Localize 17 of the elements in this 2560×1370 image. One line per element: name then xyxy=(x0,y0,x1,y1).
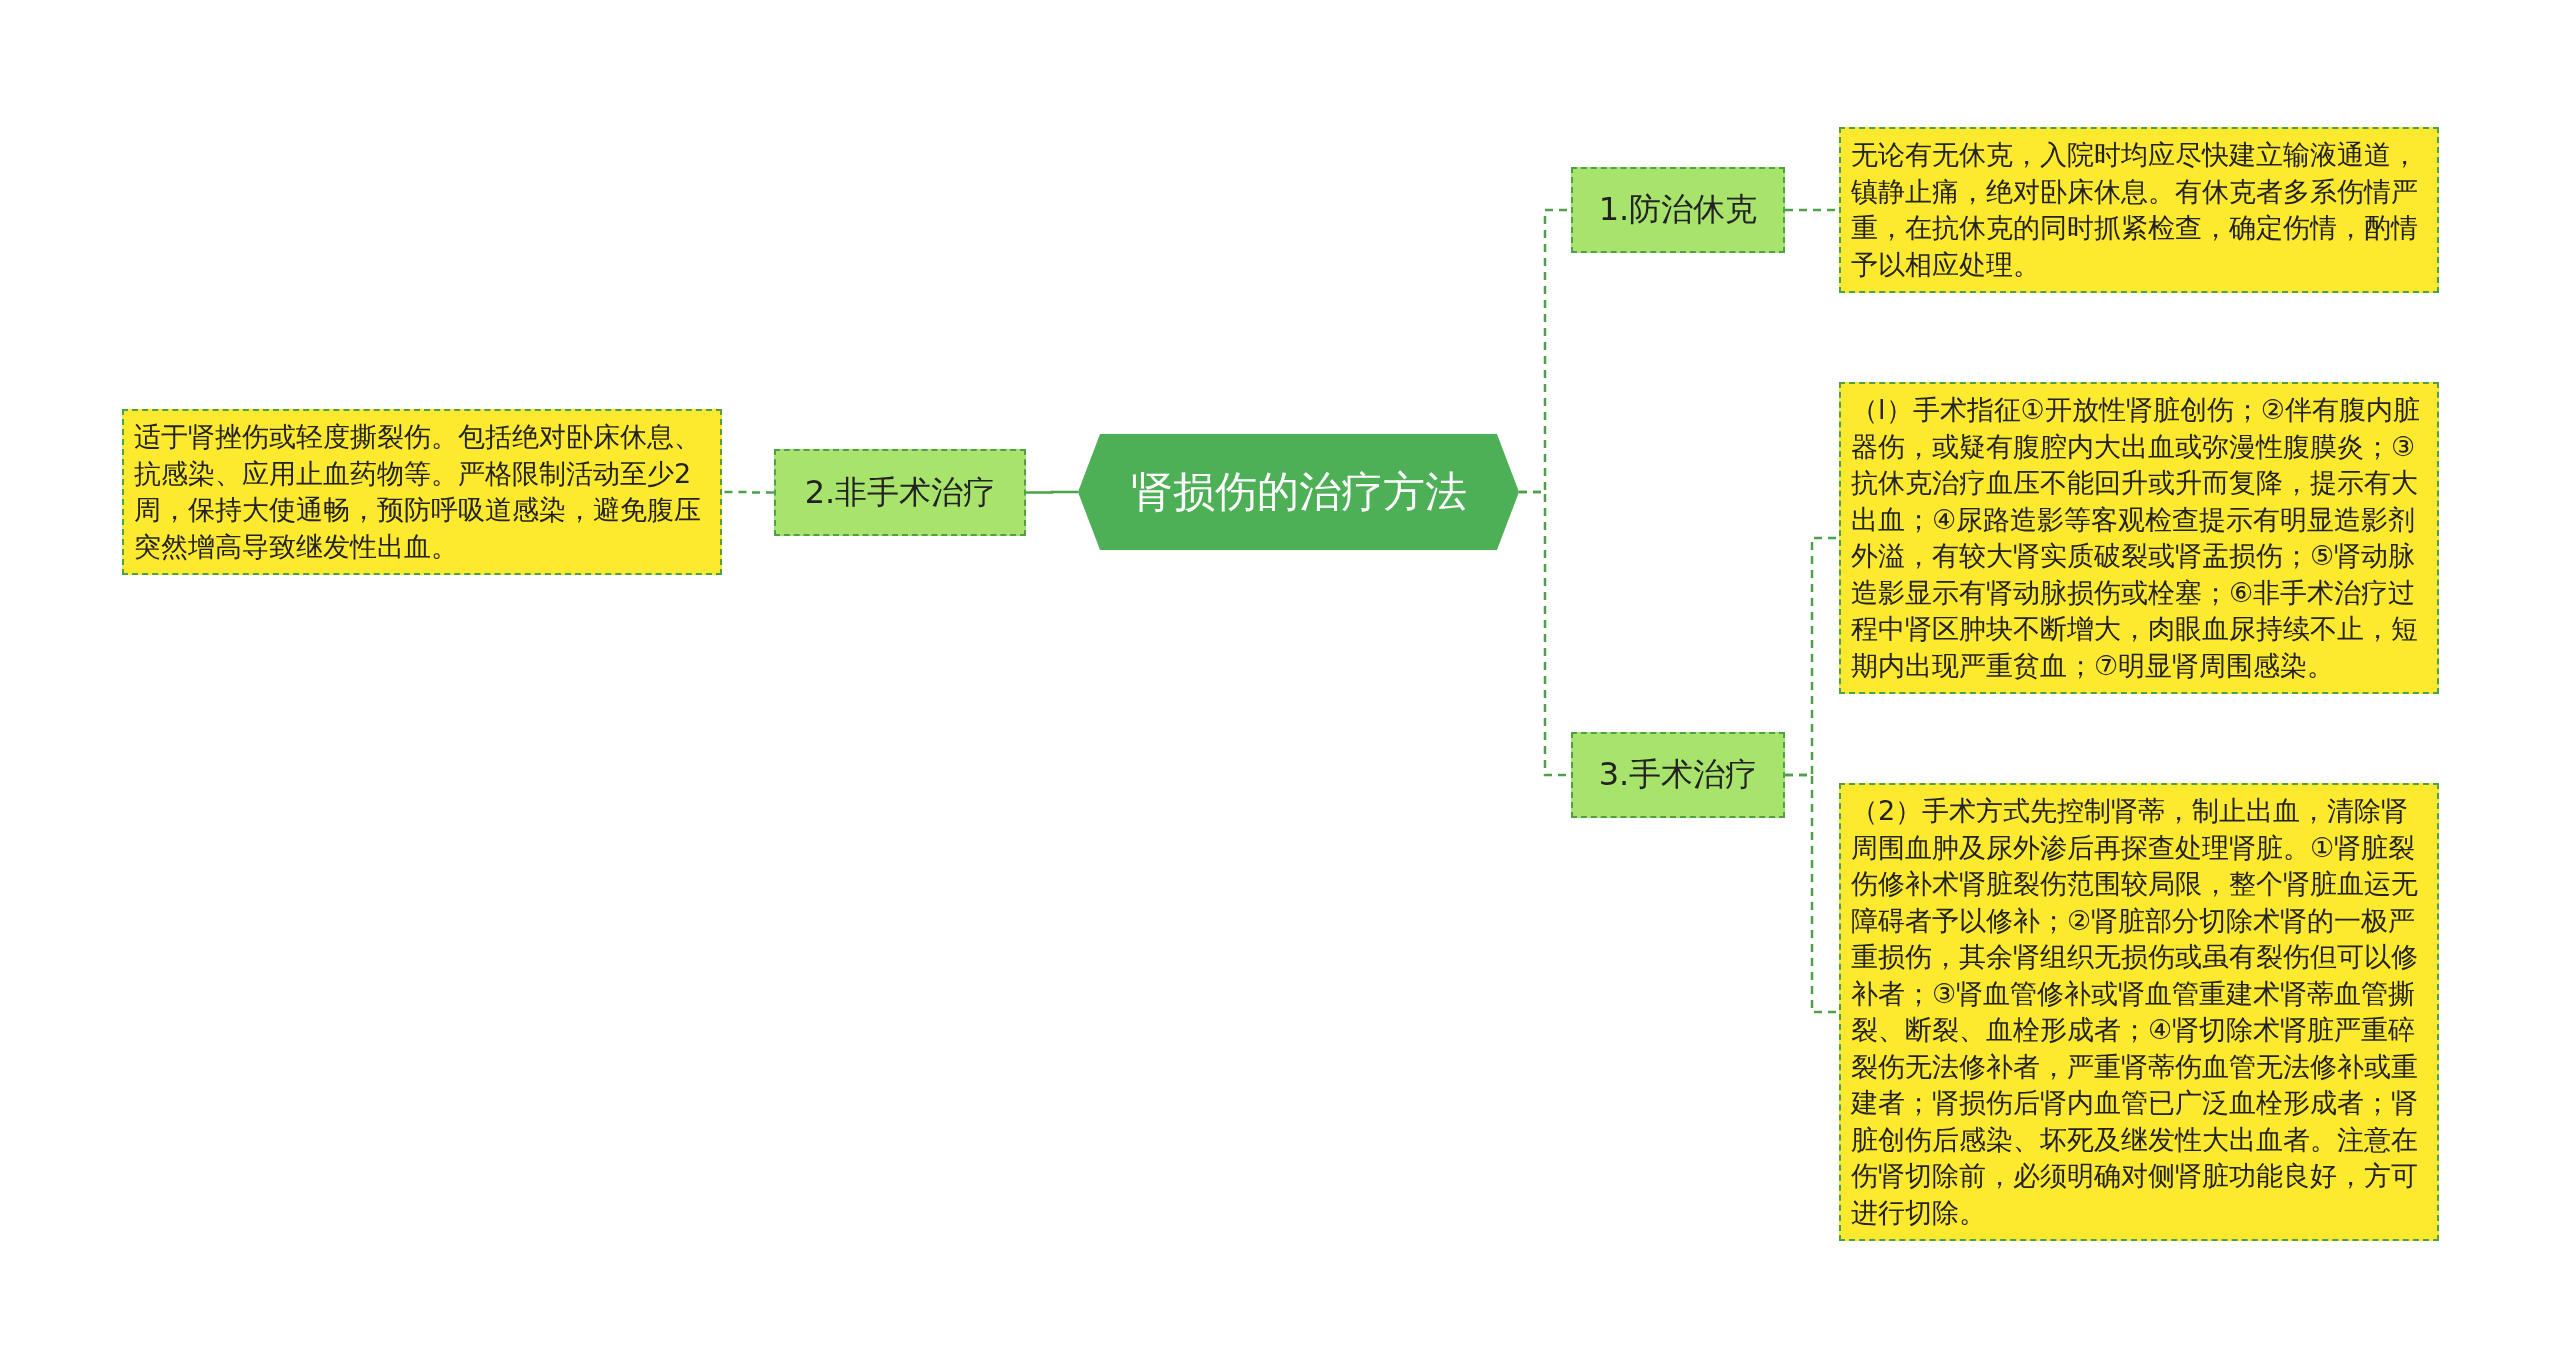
note-text: （l）手术指征①开放性肾脏创伤；②伴有腹内脏器伤，或疑有腹腔内大出血或弥漫性腹膜炎；③抗休克治疗血压不能回升或升而复降，提示有大出血；④尿路造影等客观检查提示有明显造影剂外溢，有较大肾实质破裂或肾盂损伤；⑤肾动脉造影显示有肾动脉损伤或栓塞；⑥非手术治疗过程中肾区肿块不断增大，肉眼血尿持续不止，短期内出现严重贫血；⑦明显肾周围感染。 xyxy=(1851,393,2421,683)
note-box xyxy=(1839,127,2439,293)
root-topic-hexagon xyxy=(1078,434,1519,550)
connector-line xyxy=(722,490,774,494)
connector-line xyxy=(1026,490,1078,494)
note-box xyxy=(122,409,722,575)
note-text: （2）手术方式先控制肾蒂，制止出血，清除肾周围血肿及尿外渗后再探查处理肾脏。①肾脏裂伤修补术肾脏裂伤范围较局限，整个肾脏血运无障碍者予以修补；②肾脏部分切除术肾的一极严重损伤，其余肾组织无损伤或虽有裂伤但可以修补者；③肾血管修补或肾血管重建术肾蒂血管撕裂、断裂、血栓形成者；④肾切除术肾脏严重碎裂伤无法修补者，严重肾蒂伤血管无法修补或重建者；肾损伤后肾内血管已广泛血栓形成者；肾脏创伤后感染、坏死及继发性大出血者。注意在伤肾切除前，必须明确对侧肾脏功能良好，方可进行切除。 xyxy=(1851,794,2419,1230)
note-text: 无论有无休克，入院时均应尽快建立输液通道，镇静止痛，绝对卧床休息。有休克者多系伤情严重，在抗休克的同时抓紧检查，确定伤情，酌情予以相应处理。 xyxy=(1851,138,2419,282)
note-text: 适于肾挫伤或轻度撕裂伤。包括绝对卧床休息、抗感染、应用止血药物等。严格限制活动至少2周，保持大使通畅，预防呼吸道感染，避免腹压突然增高导致继发性出血。 xyxy=(134,420,702,564)
topic-box xyxy=(1571,732,1785,818)
topic-label: 2.非手术治疗 xyxy=(804,471,996,513)
topic-label: 1.防治休克 xyxy=(1598,189,1758,230)
topic-label: 肾损伤的治疗方法 xyxy=(1130,466,1467,518)
connector-line xyxy=(1785,773,1839,1014)
topic-box xyxy=(1571,167,1785,253)
topic-box xyxy=(774,449,1026,536)
topic-label: 3.手术治疗 xyxy=(1598,754,1758,795)
